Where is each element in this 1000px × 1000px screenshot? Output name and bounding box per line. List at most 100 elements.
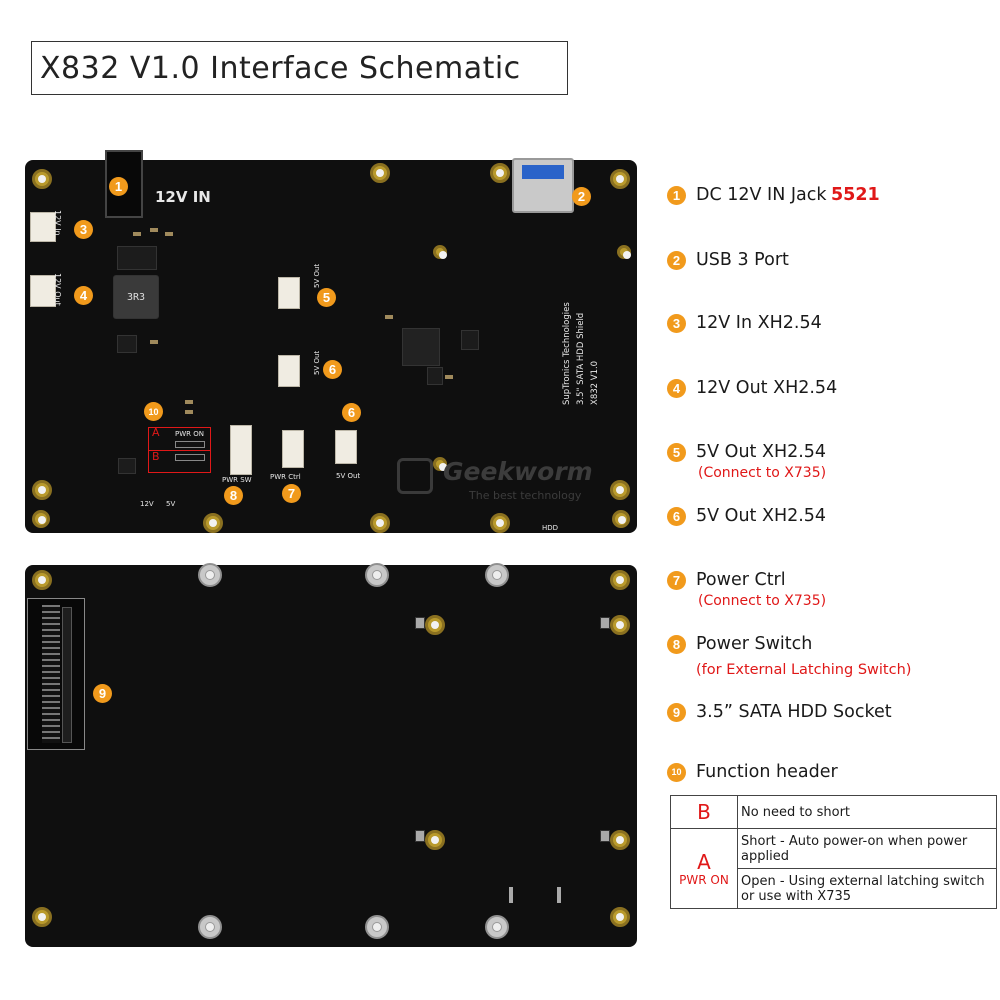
title-box: X832 V1.0 Interface Schematic [31,41,568,95]
screw-pad [415,830,425,842]
callout-5: 5 [317,288,336,307]
letter-a-sub: PWR ON [679,872,729,887]
smd-component [150,228,158,232]
legend-badge: 9 [667,702,686,722]
table-cell-b: B [670,795,738,829]
standoff [365,563,389,587]
function-header-divider [149,450,210,451]
mounting-hole [433,457,447,471]
legend-item-8: 8 Power Switch [667,634,812,654]
mounting-hole [617,245,631,259]
smd-component [445,375,453,379]
callout-10: 10 [144,402,163,421]
legend-badge: 3 [667,313,686,333]
legend-badge: 7 [667,570,686,590]
mounting-hole [610,570,630,590]
legend-label: 3.5” SATA HDD Socket [696,702,892,722]
mounting-hole [490,163,510,183]
label-12v-in-small: 12V In [53,210,62,236]
mounting-hole [370,513,390,533]
legend-label: 12V In XH2.54 [696,313,822,333]
small-chip [117,335,137,353]
connector-12v-out [30,275,56,307]
ic-chip [117,246,157,270]
mounting-hole [32,169,52,189]
mounting-hole [32,570,52,590]
header-a-label: A [152,426,160,439]
standoff [485,915,509,939]
screw-pad [600,830,610,842]
mounting-hole [610,615,630,635]
legend-label: USB 3 Port [696,250,789,270]
smd-component [165,232,173,236]
small-chip [461,330,479,350]
pwr-on-label: PWR ON [175,430,204,438]
smd-component [185,400,193,404]
legend-label: 5V Out XH2.54 [696,506,827,526]
connector-5v-out-5 [278,277,300,309]
mounting-hole [32,510,50,528]
mounting-hole [425,830,445,850]
letter-a: A [697,849,711,874]
mounting-hole [370,163,390,183]
label-12v-in: 12V IN [155,188,211,206]
callout-9: 9 [93,684,112,703]
mounting-hole [203,513,223,533]
legend-label: 12V Out XH2.54 [696,378,838,398]
mounting-hole [32,480,52,500]
smd-component [133,232,141,236]
label-5v: 5V [166,500,176,508]
letter-b: B [697,800,711,824]
watermark-subtext: The best technology [469,489,582,502]
legend-label: Power Switch [696,634,813,654]
mounting-hole [610,169,630,189]
function-header-box [148,427,211,473]
pwr-ctrl-label: PWR Ctrl [270,473,301,481]
pin [557,887,561,903]
legend-sub-7: (Connect to X735) [698,593,827,609]
mounting-hole [610,480,630,500]
callout-8: 8 [224,486,243,505]
legend-badge: 8 [667,634,686,654]
legend-label: DC 12V IN Jack [696,185,827,205]
label-5v-out: 5V Out [313,350,321,375]
inductor-3r3: 3R3 [113,275,159,319]
board-bottom-view: 9 [25,563,637,947]
legend-item-9: 9 3.5” SATA HDD Socket [667,702,892,722]
pin [509,887,513,903]
label-12v-out-small: 12V Out [53,273,62,306]
legend-item-3: 3 12V In XH2.54 [667,313,822,333]
watermark-text: Geekworm [443,457,593,486]
screw-pad [415,617,425,629]
callout-7: 7 [282,484,301,503]
callout-1: 1 [109,177,128,196]
screw-pad [600,617,610,629]
silk-line-2: 3.5" SATA HDD Shield [576,312,586,405]
table-cell-a: A PWR ON [670,828,738,909]
legend-item-2: 2 USB 3 Port [667,250,789,270]
mounting-hole [433,245,447,259]
inductor-label: 3R3 [126,291,146,303]
silk-line-3: X832 V1.0 [590,360,600,405]
legend-sub-8: (for External Latching Switch) [696,662,912,678]
callout-4: 4 [74,286,93,305]
callout-6a: 6 [323,360,342,379]
mounting-hole [32,907,52,927]
connector-pwr-sw [230,425,252,475]
pwr-sw-label: PWR SW [222,476,252,484]
label-12v: 12V [140,500,154,508]
standoff [198,915,222,939]
connector-5v-out-6 [278,355,300,387]
legend-sub-5: (Connect to X735) [698,465,827,481]
standoff [198,563,222,587]
page-title: X832 V1.0 Interface Schematic [40,50,521,86]
table-cell-short: Short - Auto power-on when power applied [737,828,997,869]
standoff [485,563,509,587]
main-controller-chip [402,328,440,366]
legend-badge: 2 [667,250,686,270]
